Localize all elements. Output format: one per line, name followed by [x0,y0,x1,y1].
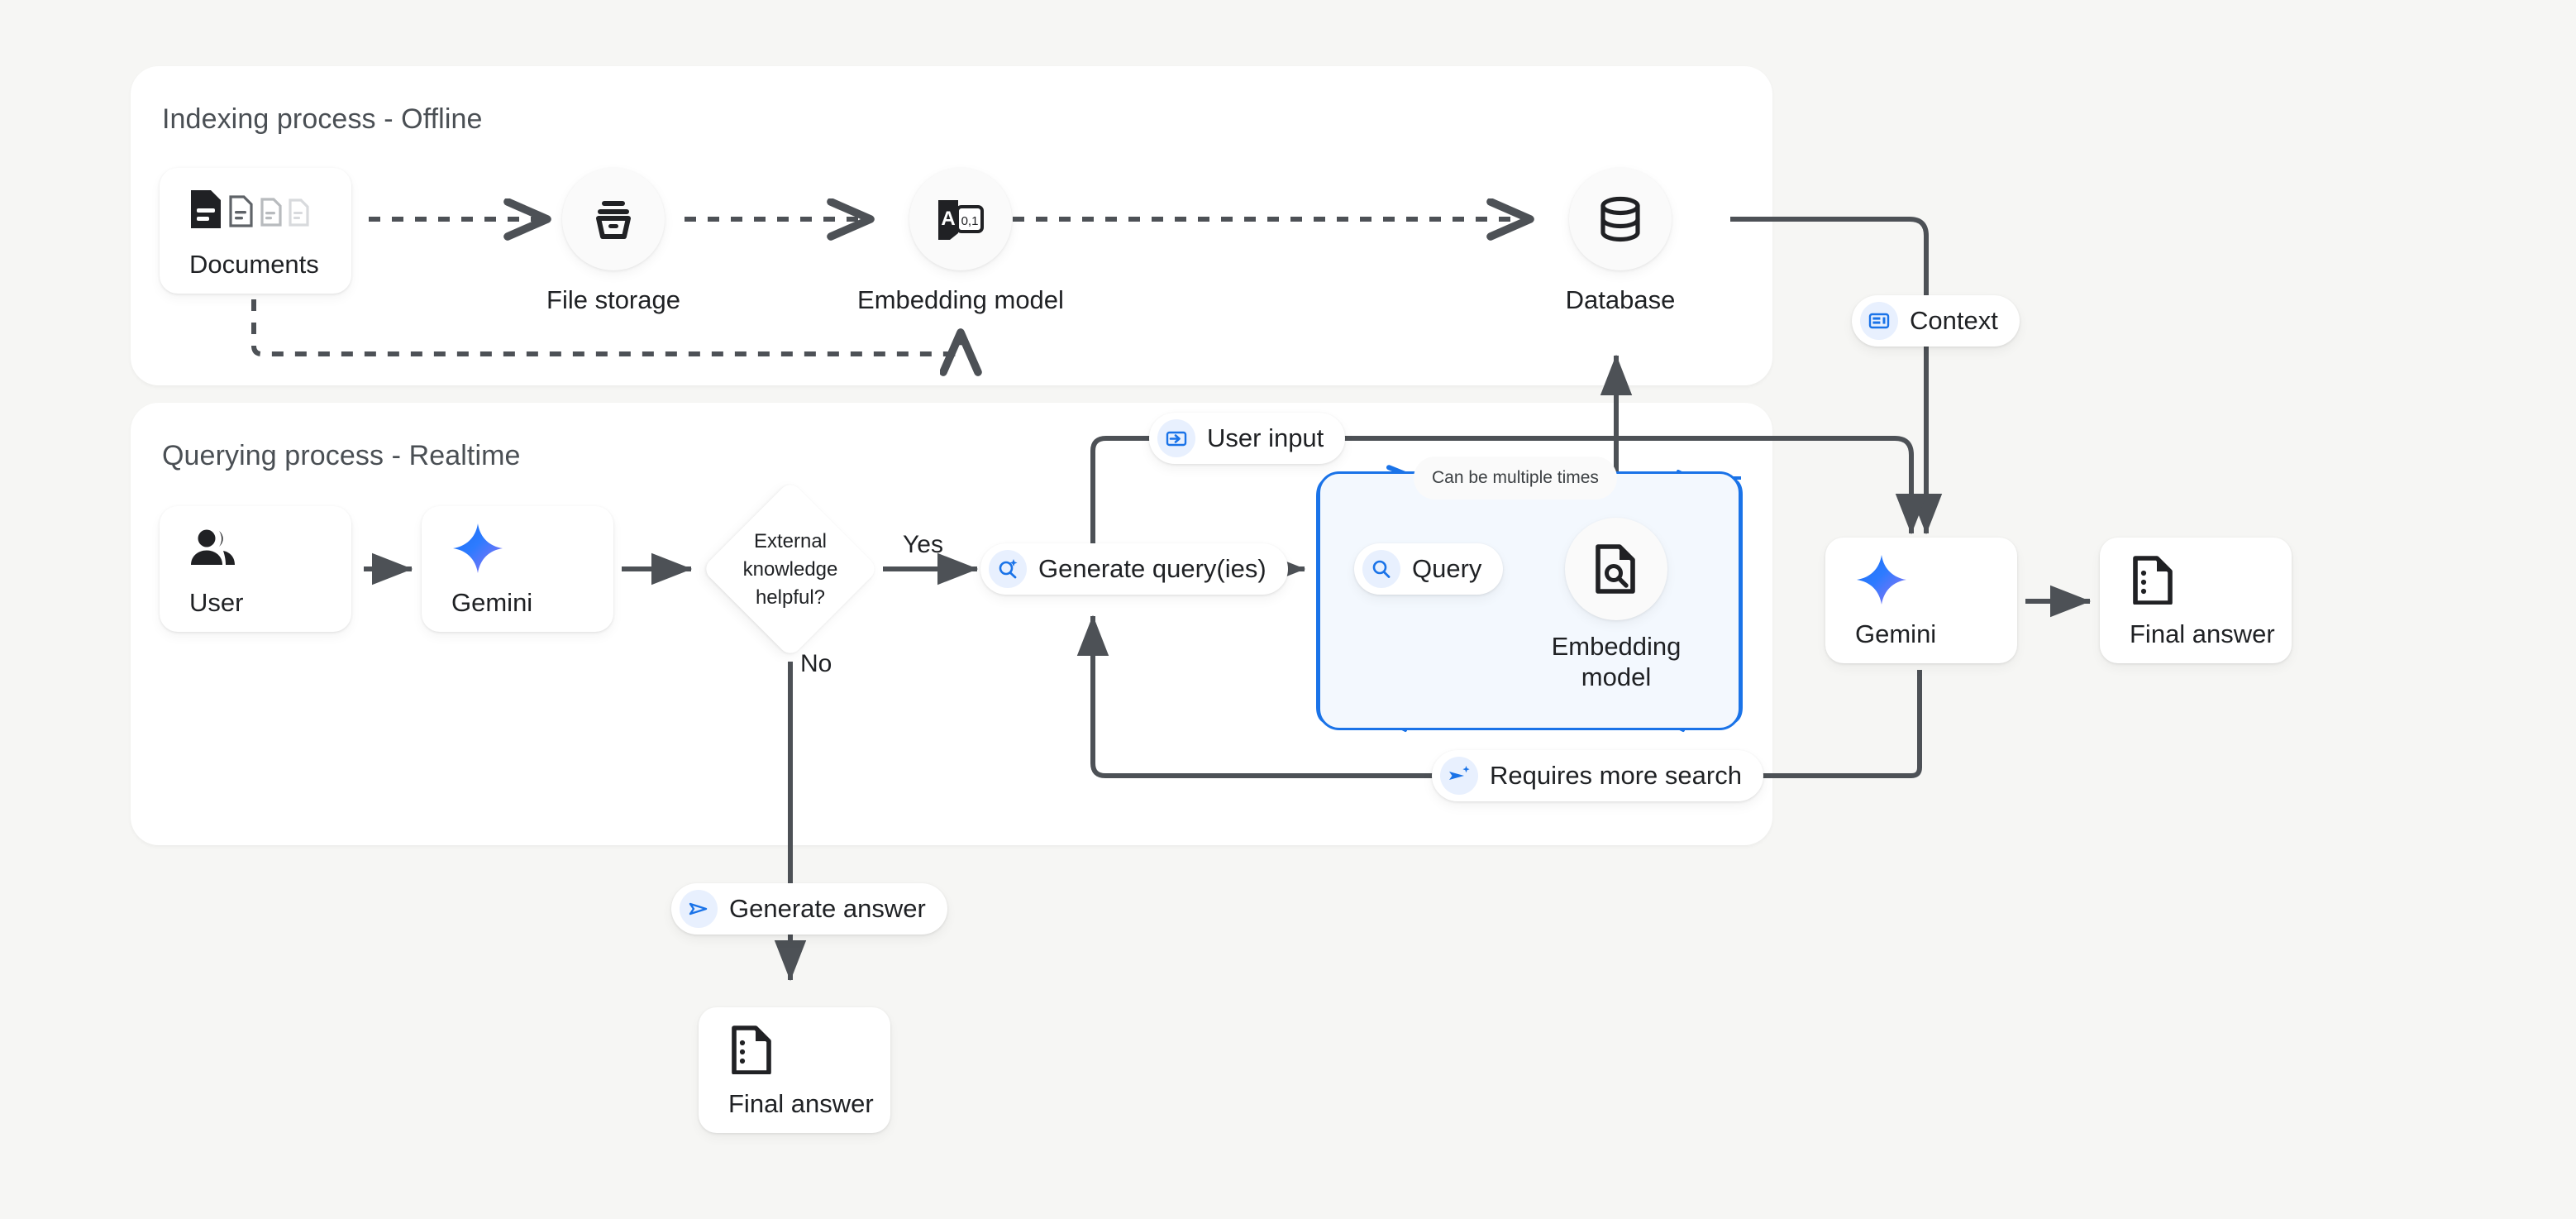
node-decision-text: External knowledge helpful? [716,521,865,619]
chip-generate-queries[interactable]: Generate query(ies) [980,543,1288,595]
node-gemini-right-label: Gemini [1855,619,1937,648]
chip-user-input[interactable]: User input [1149,413,1346,464]
chip-generate-answer-label: Generate answer [729,894,926,923]
node-database[interactable] [1569,168,1672,270]
context-panel-icon [1860,302,1898,340]
embedding-model-query-line-2: model [1581,662,1652,691]
database-cylinder-icon [1600,196,1640,242]
svg-text:A: A [941,208,955,230]
node-embedding-model-index[interactable]: A 0,1 [909,168,1012,270]
people-icon [189,520,351,576]
node-database-label: Database [1565,285,1676,314]
gemini-sparkle-icon [451,520,613,576]
node-file-storage[interactable] [562,168,665,270]
edge-label-yes: Yes [903,531,943,558]
node-gemini-right[interactable]: Gemini [1825,538,2017,663]
loop-note: Can be multiple times [1414,457,1617,500]
panel-querying-title: Querying process - Realtime [162,440,521,471]
decision-line-3: helpful? [755,586,826,610]
search-icon [1362,550,1400,588]
node-final-answer-right-label: Final answer [2130,619,2275,648]
search-sparkle-icon [989,550,1027,588]
node-embedding-model-query-label: Embedding model [1513,632,1720,692]
node-documents-label: Documents [189,250,319,279]
node-gemini-left[interactable]: Gemini [422,506,613,632]
node-embedding-model-query[interactable] [1565,518,1667,620]
node-final-answer-right[interactable]: Final answer [2100,538,2292,663]
chip-generate-queries-label: Generate query(ies) [1038,554,1267,583]
node-final-answer-bottom[interactable]: Final answer [699,1007,890,1133]
gemini-sparkle-icon [1855,552,2017,608]
node-documents[interactable]: Documents [160,168,351,294]
input-arrow-icon [1157,419,1195,457]
svg-text:0,1: 0,1 [961,214,979,228]
answer-doc-icon [728,1021,890,1078]
chip-user-input-label: User input [1207,423,1324,452]
document-search-icon [1596,544,1635,594]
node-file-storage-label: File storage [546,285,680,314]
embedding-model-query-line-1: Embedding [1551,632,1682,661]
node-user-label: User [189,588,244,617]
chip-context[interactable]: Context [1852,295,2020,347]
node-final-answer-bottom-label: Final answer [728,1089,874,1118]
node-gemini-left-label: Gemini [451,588,533,617]
send-sparkle-icon [1440,757,1478,795]
chip-requires-more-search-label: Requires more search [1490,761,1742,790]
answer-doc-icon [2130,552,2292,608]
decision-line-2: knowledge [742,557,838,581]
node-embedding-model-index-label: Embedding model [857,285,1064,314]
loop-note-label: Can be multiple times [1432,468,1599,487]
text-to-vector-icon: A 0,1 [938,200,984,240]
documents-stack-icon [189,182,351,238]
panel-indexing-title: Indexing process - Offline [162,103,483,135]
chip-query-label: Query [1412,554,1482,583]
send-icon [680,890,718,928]
edge-label-no: No [800,650,832,677]
decision-line-1: External [753,529,828,552]
chip-context-label: Context [1910,306,1998,335]
chip-generate-answer[interactable]: Generate answer [671,883,947,935]
archive-box-icon [596,201,631,239]
chip-query[interactable]: Query [1354,543,1504,595]
node-user[interactable]: User [160,506,351,632]
chip-requires-more-search[interactable]: Requires more search [1432,750,1763,801]
